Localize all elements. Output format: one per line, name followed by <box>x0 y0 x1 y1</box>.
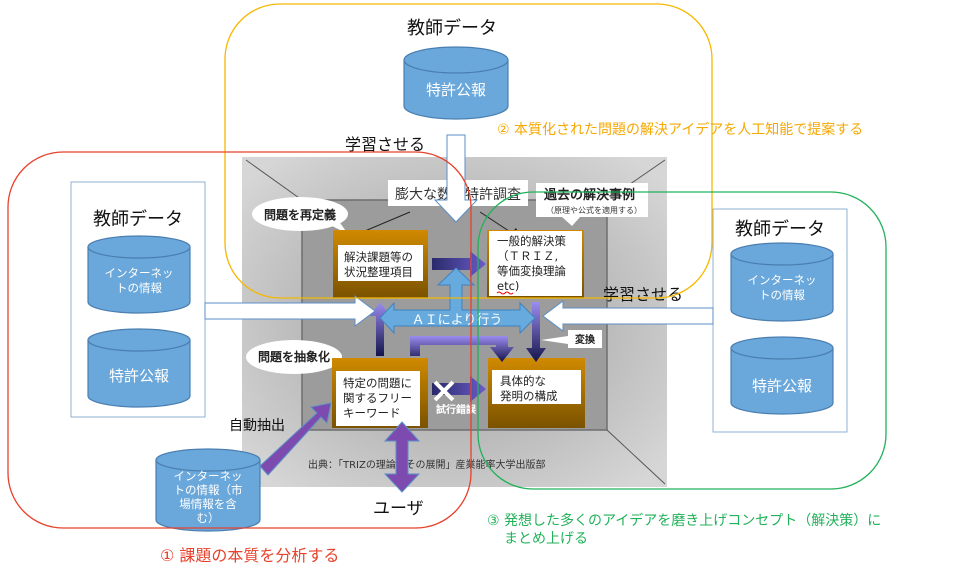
cross-icon <box>433 380 455 402</box>
bottom-internet-db: インターネッ トの情報（市 場情報を含 む） <box>155 448 261 532</box>
user-label: ユーザ <box>373 499 424 519</box>
auto-extract-label: 自動抽出 <box>229 418 285 434</box>
box-concrete-line2: 発明の構成 <box>500 389 558 403</box>
convert-label: 変換 <box>575 333 596 346</box>
right-internet-line1: インターネッ <box>748 273 817 287</box>
bottom-internet-line2: トの情報（市 <box>174 483 243 497</box>
step1-group-outline <box>7 151 472 529</box>
box-keywords-line3: キーワード <box>343 406 401 420</box>
step3-label-line2: まとめ上げる <box>504 531 588 547</box>
perspective-line-br <box>606 429 666 485</box>
left-internet-db: インターネッ トの情報 <box>87 235 191 314</box>
abstract-bubble-text: 問題を抽象化 <box>258 349 330 364</box>
bottom-internet-line3: 場情報を含 <box>179 497 237 511</box>
left-teacher-title: 教師データ <box>93 209 183 230</box>
box-general-line1: 一般的解決策 <box>497 234 566 248</box>
box-concrete-line1: 具体的な <box>500 374 546 388</box>
perspective-line-tl <box>245 159 303 201</box>
convert-callout: 変換 <box>541 330 602 348</box>
step2-label: ② 本質化された問題の解決アイデアを人工知能で提案する <box>497 121 863 138</box>
step3-group-outline <box>477 191 887 490</box>
left-patent-db: 特許公報 <box>87 328 191 408</box>
box-keywords: 特定の問題に 関するフリー キーワード <box>332 358 428 428</box>
trial-error-label: 試行錯誤 <box>436 403 477 416</box>
redefine-bubble-text: 問題を再定義 <box>264 207 336 222</box>
step2-group-outline <box>224 3 713 299</box>
top-db-label: 特許公報 <box>426 81 486 99</box>
box-situation-line2: 状況整理項目 <box>344 265 413 279</box>
right-patent-db: 特許公報 <box>730 336 834 415</box>
past-cases-bg <box>536 183 648 226</box>
right-teacher-title: 教師データ <box>735 219 825 240</box>
box-situation-line1: 解決課題等の <box>344 250 413 264</box>
top-learn-label: 学習させる <box>345 135 425 154</box>
user-arrow <box>383 421 421 493</box>
left-patent-label: 特許公報 <box>109 367 169 385</box>
left-learn-arrow <box>204 295 376 327</box>
arrow-trial-error <box>432 376 486 402</box>
right-learn-label: 学習させる <box>603 285 683 304</box>
box-general-line3: 等価変換理論 <box>497 264 566 278</box>
box-general-line2: （ＴＲＩＺ, <box>497 249 558 263</box>
top-teacher-title: 教師データ <box>407 18 497 39</box>
right-learn-arrow <box>542 300 714 332</box>
step1-label: ① 課題の本質を分析する <box>160 546 339 565</box>
box-general-line4: etc) <box>497 279 519 293</box>
right-internet-line2: トの情報 <box>759 288 805 302</box>
right-internet-db: インターネッ トの情報 <box>730 242 834 322</box>
box-general-solution: 一般的解決策 （ＴＲＩＺ, 等価変換理論 etc) <box>487 230 584 298</box>
ai-label: ＡＩにより行う <box>412 313 503 328</box>
step3-label-line1: ③ 発想した多くのアイデアを磨き上げコンセプト（解決策）に <box>487 512 881 529</box>
right-patent-label: 特許公報 <box>752 377 812 395</box>
box-concrete: 具体的な 発明の構成 <box>488 358 585 428</box>
left-internet-line2: トの情報 <box>116 281 162 295</box>
redefine-bubble: 問題を再定義 <box>252 197 348 234</box>
left-internet-line1: インターネッ <box>105 266 174 280</box>
past-cases-subtitle: （原理や公式を適用する） <box>546 205 642 215</box>
arrow-situation-to-general <box>432 251 486 277</box>
box-keywords-line2: 関するフリー <box>343 391 412 405</box>
past-cases-title: 過去の解決事例 <box>543 187 635 203</box>
box-keywords-line1: 特定の問題に <box>343 376 412 390</box>
box-situation: 解決課題等の 状況整理項目 <box>333 230 428 298</box>
auto-extract-arrow <box>259 402 332 476</box>
past-cases-callout: 過去の解決事例 （原理や公式を適用する） <box>536 183 648 226</box>
abstract-bubble: 問題を抽象化 <box>246 340 346 374</box>
top-teacher-db: 特許公報 <box>403 46 509 120</box>
bottom-internet-line4: む） <box>197 511 220 525</box>
top-learn-arrow <box>433 134 479 223</box>
bottom-internet-line1: インターネッ <box>174 469 243 483</box>
source-caption: 出典：「TRIZの理論とその展開」産業能率大学出版部 <box>308 458 546 471</box>
arrow-down-convert <box>526 302 546 362</box>
spellcheck-underline <box>496 291 514 295</box>
arrow-bracket-down <box>410 336 514 362</box>
